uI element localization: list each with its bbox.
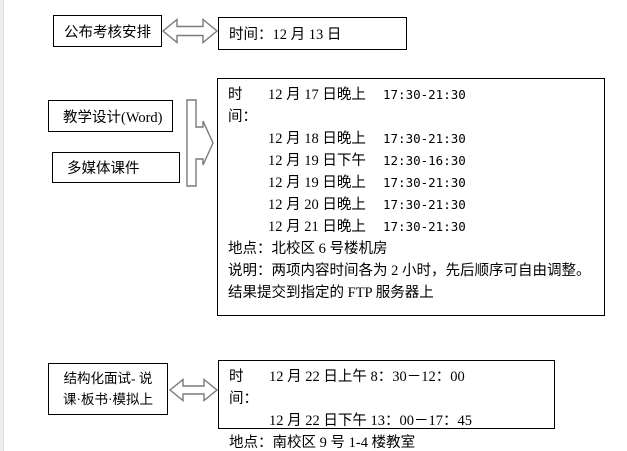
interview-time-prefix: 时间： xyxy=(229,369,258,407)
interview-time-prefix xyxy=(229,410,269,432)
double-arrow-icon xyxy=(168,378,219,402)
announce-detail-text: 时间：12 月 13 日 xyxy=(229,27,342,43)
schedule-date: 12 月 20 日晚上 xyxy=(268,197,366,213)
courseware-box: 多媒体课件 xyxy=(52,152,180,183)
page-edge-strip xyxy=(0,0,4,451)
schedule-row: 12 月 19 日下午 12:30-16:30 xyxy=(228,150,596,172)
schedule-row: 12 月 20 日晚上 17:30-21:30 xyxy=(228,194,596,216)
exam-note-line: 说明：两项内容时间各为 2 小时，先后顺序可自由调整。结果提交到指定的 FTP … xyxy=(228,263,591,301)
teaching-design-box: 教学设计(Word) xyxy=(48,100,173,132)
schedule-row: 12 月 21 日晚上 17:30-21:30 xyxy=(228,216,596,238)
exam-location-line: 地点：北校区 6 号楼机房 xyxy=(228,241,388,257)
courseware-label: 多媒体课件 xyxy=(67,161,140,177)
interview-label-line1: 结构化面试- 说 xyxy=(63,371,153,386)
interview-time-row: 时间： 12 月 22 日上午 8：30－12：00 xyxy=(229,366,546,410)
schedule-row: 12 月 18 日晚上 17:30-21:30 xyxy=(228,128,596,150)
announce-detail-box: 时间：12 月 13 日 xyxy=(218,17,407,50)
schedule-prefix xyxy=(228,150,268,172)
schedule-time: 17:30-21:30 xyxy=(383,219,466,234)
merge-arrow-icon xyxy=(186,99,214,187)
schedule-time: 17:30-21:30 xyxy=(383,87,466,102)
schedule-time: 17:30-21:30 xyxy=(383,197,466,212)
interview-location-line: 地点：南校区 9 号 1-4 楼教室 xyxy=(229,435,416,451)
teaching-design-label: 教学设计(Word) xyxy=(63,109,163,126)
schedule-prefix xyxy=(228,172,268,194)
interview-label-line2: 课·板书·模拟上 xyxy=(63,392,153,407)
schedule-date: 12 月 18 日晚上 xyxy=(268,131,366,147)
interview-detail-box: 时间： 12 月 22 日上午 8：30－12：00 12 月 22 日下午 1… xyxy=(218,360,555,451)
schedule-row: 时间： 12 月 17 日晚上 17:30-21:30 xyxy=(228,84,596,128)
schedule-time: 12:30-16:30 xyxy=(383,153,466,168)
interview-time-text: 12 月 22 日下午 13：00－17：45 xyxy=(269,413,472,429)
schedule-date: 12 月 19 日晚上 xyxy=(268,175,366,191)
interview-time-row: 12 月 22 日下午 13：00－17：45 xyxy=(229,410,546,432)
schedule-date: 12 月 17 日晚上 xyxy=(268,87,366,103)
exam-schedule-detail-box: 时间： 12 月 17 日晚上 17:30-21:30 12 月 18 日晚上 … xyxy=(217,78,605,316)
schedule-date: 12 月 19 日下午 xyxy=(268,153,366,169)
schedule-prefix xyxy=(228,216,268,238)
schedule-time: 17:30-21:30 xyxy=(383,131,466,146)
announce-label: 公布考核安排 xyxy=(64,24,151,41)
schedule-prefix: 时间： xyxy=(228,87,257,125)
interview-box: 结构化面试- 说 课·板书·模拟上 xyxy=(48,363,168,415)
schedule-date: 12 月 21 日晚上 xyxy=(268,219,366,235)
schedule-row: 12 月 19 日晚上 17:30-21:30 xyxy=(228,172,596,194)
interview-time-text: 12 月 22 日上午 8：30－12：00 xyxy=(269,369,465,385)
schedule-prefix xyxy=(228,194,268,216)
schedule-time: 17:30-21:30 xyxy=(383,175,466,190)
schedule-prefix xyxy=(228,128,268,150)
announce-box: 公布考核安排 xyxy=(53,15,162,47)
double-arrow-icon xyxy=(161,18,219,44)
